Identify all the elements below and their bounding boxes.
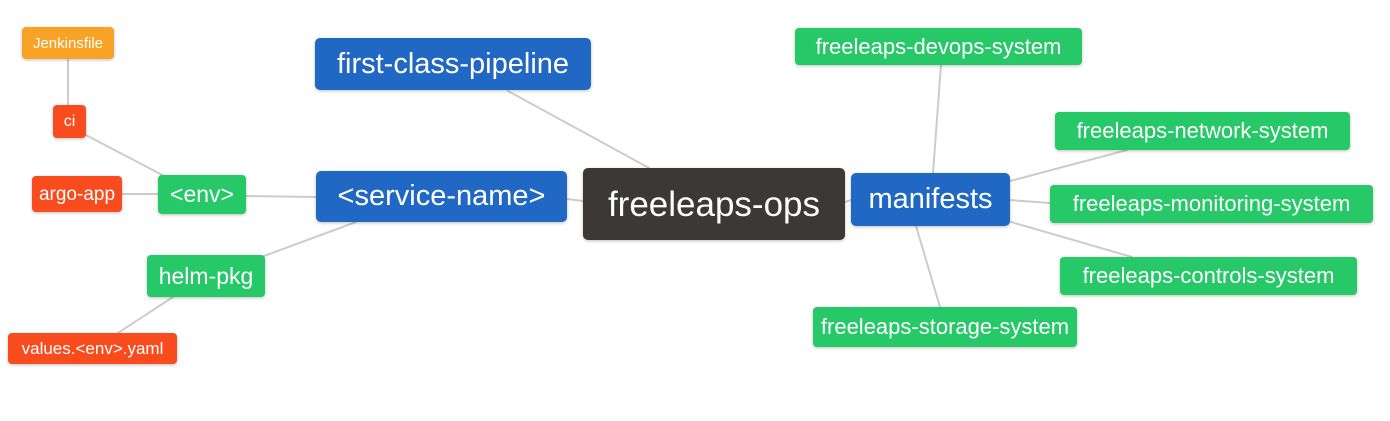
node-env[interactable]: <env> [158,175,246,214]
edge-ops-manifests [844,199,852,203]
edge-env-service-name [245,195,317,198]
node-freeleaps-network-system[interactable]: freeleaps-network-system [1055,112,1350,150]
node-helm-pkg[interactable]: helm-pkg [147,255,265,297]
node-freeleaps-controls-system[interactable]: freeleaps-controls-system [1060,257,1357,295]
edge-ci-env [83,133,167,178]
edge-pipeline-ops [507,90,650,169]
node-first-class-pipeline[interactable]: first-class-pipeline [315,38,591,90]
node-freeleaps-storage-system[interactable]: freeleaps-storage-system [813,307,1077,347]
node-manifests[interactable]: manifests [851,173,1010,226]
edge-manifests-storage [915,225,941,308]
edge-service-name-ops [566,198,584,202]
edge-manifests-monitoring [1009,199,1051,204]
node-jenkinsfile[interactable]: Jenkinsfile [22,27,114,59]
node-service-name[interactable]: <service-name> [316,171,567,222]
edge-service-name-helm-pkg [263,221,357,257]
node-ci[interactable]: ci [53,105,86,138]
node-freeleaps-ops[interactable]: freeleaps-ops [583,168,845,240]
node-values-env-yaml[interactable]: values.<env>.yaml [8,333,177,364]
edge-manifests-devops [932,64,942,174]
node-argo-app[interactable]: argo-app [32,176,122,212]
node-freeleaps-devops-system[interactable]: freeleaps-devops-system [795,28,1082,65]
node-freeleaps-monitoring-system[interactable]: freeleaps-monitoring-system [1050,185,1373,223]
edge-helm-pkg-values [117,296,174,334]
edge-manifests-controls [1010,221,1133,258]
edge-manifests-network [1009,149,1128,182]
